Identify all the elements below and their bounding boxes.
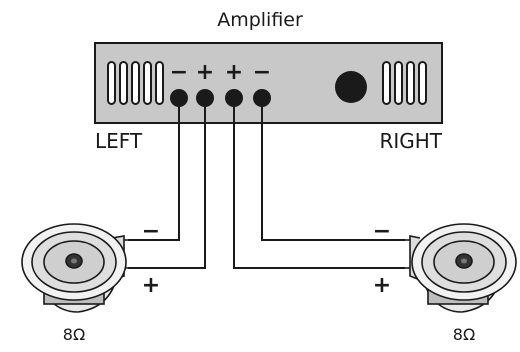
wire-sign-left-positive: + — [142, 273, 160, 298]
speaker-right-impedance: 8Ω — [453, 325, 475, 344]
wire-left-negative — [128, 98, 180, 241]
wire-left-positive — [128, 98, 206, 269]
speaker-wires — [128, 98, 405, 269]
terminal-sign-1: − — [170, 60, 188, 85]
speaker-left-impedance: 8Ω — [63, 325, 85, 344]
wire-right-positive — [233, 98, 405, 269]
channel-label-left: LEFT — [95, 129, 143, 153]
terminal-left-positive — [196, 89, 214, 107]
ceiling-speaker-left-icon — [21, 223, 128, 313]
wire-sign-left-negative: − — [142, 219, 160, 244]
terminal-right-positive — [225, 89, 243, 107]
power-knob-icon — [335, 71, 367, 103]
terminals — [170, 89, 271, 107]
terminal-sign-3: + — [225, 60, 243, 85]
terminal-right-negative — [253, 89, 271, 107]
wire-right-negative — [261, 98, 405, 241]
amplifier-title: Amplifier — [217, 9, 303, 31]
amplifier-unit: − + + − — [94, 42, 443, 124]
terminal-sign-4: − — [253, 60, 271, 85]
left-vent-icon — [107, 61, 164, 105]
wire-sign-right-positive: + — [373, 273, 391, 298]
ceiling-speaker-right-icon — [405, 223, 517, 313]
terminal-left-negative — [170, 89, 188, 107]
terminal-sign-2: + — [196, 60, 214, 85]
right-vent-icon — [382, 61, 427, 105]
wire-sign-right-negative: − — [373, 219, 391, 244]
channel-label-right: RIGHT — [379, 129, 442, 153]
